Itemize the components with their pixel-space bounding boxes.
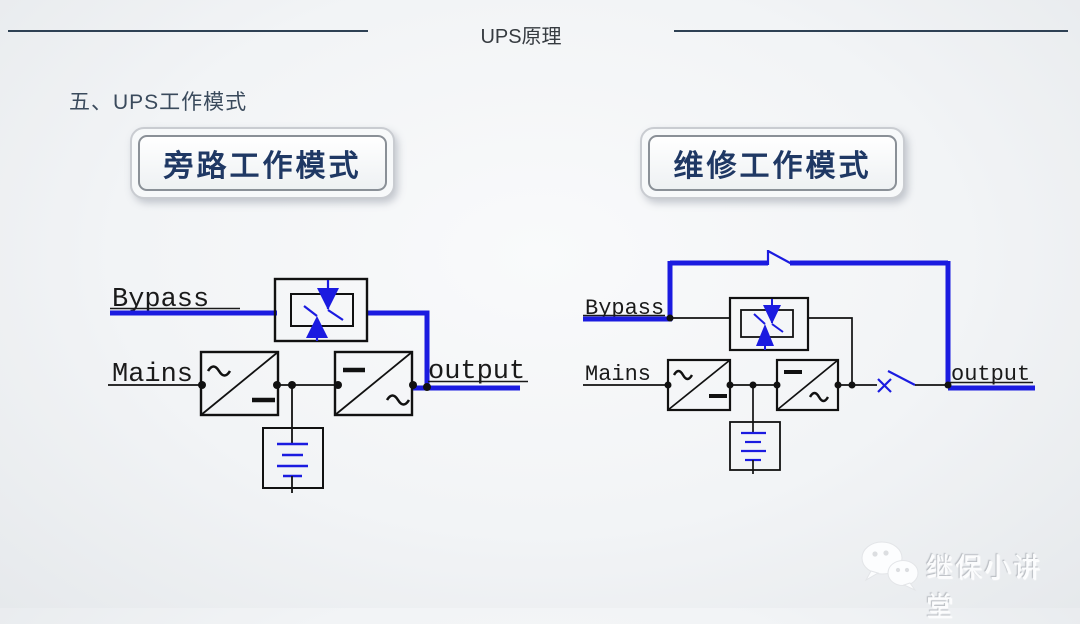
section-heading: 五、UPS工作模式 (69, 91, 248, 114)
maintenance-bypass-loop (667, 250, 951, 388)
bypass-to-output-wire (367, 310, 430, 388)
bypass-mode-diagram: Bypass Mains ou (108, 277, 528, 493)
page-title: UPS原理 (480, 26, 562, 48)
junction-dot (198, 381, 206, 389)
junction-dot (423, 383, 431, 391)
static-switch-box (273, 277, 369, 343)
static-switch-inner-box (290, 293, 354, 327)
output-label: output (951, 362, 1030, 387)
bypass-mode-title-box: 旁路工作模式 (130, 127, 395, 199)
rectifier (666, 358, 732, 412)
ac-symbol (385, 394, 411, 406)
thyristor-gate (771, 323, 784, 333)
static-switch (273, 277, 369, 343)
inverter-diagonal (334, 351, 413, 416)
maintenance-mode-title: 维修工作模式 (648, 135, 897, 191)
rectifier-diagonal (200, 351, 279, 416)
disconnect-x-icon (877, 378, 892, 393)
header-rule-left (8, 30, 368, 32)
junction-dot (848, 381, 856, 389)
ac-symbol (672, 369, 694, 381)
junction-dot (666, 314, 674, 322)
static-switch (728, 296, 810, 352)
output-isolator-switch (877, 370, 948, 393)
junction-dot (334, 381, 342, 389)
header-rule-right (674, 30, 1068, 32)
rectifier-diagonal (667, 359, 731, 411)
junction-dot (944, 381, 952, 389)
ac-symbol (808, 391, 830, 403)
junction-dot (726, 381, 734, 389)
static-switch-box (728, 296, 810, 352)
rectifier (199, 350, 280, 417)
output-label: output (428, 357, 525, 387)
thyristor-up-icon (756, 324, 774, 346)
switch-to-output-wire (808, 317, 853, 385)
ac-symbol (206, 365, 232, 377)
inverter-diagonal (776, 359, 839, 411)
junction-dot (664, 381, 672, 389)
junction-dot (749, 381, 757, 389)
junction-dots (664, 314, 952, 389)
thyristor-gate (327, 309, 344, 321)
battery-box (729, 421, 781, 471)
watermark-text: 继保小讲堂 (926, 553, 1042, 622)
watermark: 继保小讲堂 (858, 538, 1068, 622)
thyristor-down-icon (317, 288, 339, 310)
wechat-icon (861, 541, 919, 592)
mains-label: Mains (585, 362, 651, 387)
junction-dot (773, 381, 781, 389)
thyristor-gate (303, 305, 318, 317)
maintenance-switch-blade-icon (767, 250, 793, 265)
bypass-label: Bypass (112, 285, 209, 315)
thyristor-gate (753, 313, 766, 325)
maintenance-mode-title-box: 维修工作模式 (640, 127, 905, 199)
thyristor-down-icon (763, 305, 781, 324)
junction-dots (198, 381, 431, 391)
bypass-mode-title: 旁路工作模式 (138, 135, 387, 191)
junction-dot (288, 381, 296, 389)
thyristor-up-icon (306, 316, 328, 338)
inverter (775, 358, 840, 412)
switch-blade-icon (887, 370, 916, 386)
junction-dot (834, 381, 842, 389)
junction-dot (273, 381, 281, 389)
battery (262, 385, 324, 493)
inverter (333, 350, 414, 417)
battery-box (262, 427, 324, 489)
junction-dot (409, 381, 417, 389)
battery (729, 385, 781, 474)
maintenance-mode-diagram: Bypass Mains (583, 250, 1035, 474)
